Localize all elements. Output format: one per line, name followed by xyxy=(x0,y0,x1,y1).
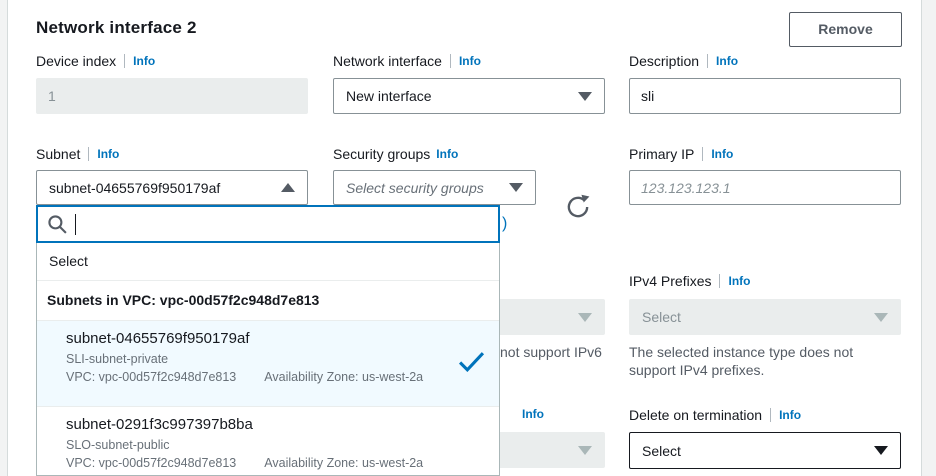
primary-ip-input[interactable] xyxy=(629,170,901,205)
subnet-info-link[interactable]: Info xyxy=(97,147,120,161)
subnet-option-id: subnet-04655769f950179af xyxy=(66,330,250,347)
network-interface-select[interactable]: New interface xyxy=(333,78,605,114)
delete-on-termination-label-row: Delete on termination Info xyxy=(629,406,801,424)
subnet-label-row: Subnet Info xyxy=(36,145,119,163)
ipv4-prefixes-label: IPv4 Prefixes xyxy=(629,273,712,289)
delete-on-termination-label: Delete on termination xyxy=(629,407,763,423)
subnet-option-meta: VPC: vpc-00d57f2c948d7e813 Availability … xyxy=(66,369,459,385)
page-title: Network interface 2 xyxy=(36,18,197,37)
subnet-select[interactable]: subnet-04655769f950179af xyxy=(36,170,308,205)
search-icon xyxy=(48,214,67,234)
subnet-option-name: SLI-subnet-private xyxy=(66,352,169,366)
subnet-option-az: Availability Zone: us-west-2a xyxy=(264,370,424,384)
chevron-down-icon xyxy=(578,312,592,322)
security-groups-info-link[interactable]: Info xyxy=(436,147,459,161)
security-groups-label-row: Security groups Info xyxy=(333,145,458,163)
subnet-option-name: SLO-subnet-public xyxy=(66,438,170,452)
label-divider xyxy=(770,408,772,422)
subnet-option-az: Availability Zone: us-west-2a xyxy=(264,456,424,470)
refresh-icon xyxy=(567,194,590,218)
network-interface-info-link[interactable]: Info xyxy=(458,54,481,68)
device-index-info-link[interactable]: Info xyxy=(133,54,156,68)
network-interface-select-value: New interface xyxy=(346,88,432,104)
ipv4-prefixes-select: Select xyxy=(629,299,901,335)
subnet-search-box[interactable] xyxy=(36,205,500,243)
subnet-option-vpc: VPC: vpc-00d57f2c948d7e813 xyxy=(66,370,237,384)
label-divider xyxy=(702,147,704,161)
network-interface-label-row: Network interface Info xyxy=(333,52,481,70)
ipv4-prefixes-select-value: Select xyxy=(642,309,681,325)
description-label: Description xyxy=(629,53,700,69)
primary-ip-info-link[interactable]: Info xyxy=(711,147,734,161)
primary-ip-label: Primary IP xyxy=(629,146,695,162)
ipv4-prefixes-label-row: IPv4 Prefixes Info xyxy=(629,272,750,290)
left-gutter xyxy=(0,0,8,476)
subnet-select-value: subnet-04655769f950179af xyxy=(49,179,221,196)
chevron-down-icon xyxy=(578,91,592,101)
subnet-dropdown-list: Select Subnets in VPC: vpc-00d57f2c948d7… xyxy=(36,243,500,476)
description-input[interactable] xyxy=(629,78,901,114)
label-divider xyxy=(88,147,90,161)
description-label-row: Description Info xyxy=(629,52,738,70)
subnet-option[interactable]: subnet-04655769f950179af SLI-subnet-priv… xyxy=(37,321,499,407)
chevron-down-icon xyxy=(578,445,592,455)
primary-ip-label-row: Primary IP Info xyxy=(629,145,733,163)
check-icon xyxy=(458,352,485,372)
chevron-down-icon xyxy=(874,312,888,322)
description-info-link[interactable]: Info xyxy=(716,54,739,68)
text-cursor xyxy=(75,213,76,235)
device-index-label-row: Device index Info xyxy=(36,52,155,70)
subnet-search-input[interactable] xyxy=(76,212,489,236)
security-groups-placeholder: Select security groups xyxy=(346,179,484,196)
subnet-label: Subnet xyxy=(36,146,81,162)
delete-on-termination-select[interactable]: Select xyxy=(629,432,901,469)
refresh-security-groups-button[interactable] xyxy=(563,193,593,223)
device-index-input xyxy=(36,78,308,114)
ipv6-row-info-link[interactable]: Info xyxy=(522,407,544,421)
delete-on-termination-select-value: Select xyxy=(642,442,681,459)
subnet-option-none[interactable]: Select xyxy=(37,243,499,281)
delete-on-termination-info-link[interactable]: Info xyxy=(779,408,802,422)
remove-button[interactable]: Remove xyxy=(789,12,902,47)
label-divider xyxy=(719,274,721,288)
security-groups-select[interactable]: Select security groups xyxy=(333,170,536,205)
security-groups-label: Security groups xyxy=(333,146,431,162)
ipv6-select-fragment xyxy=(500,299,605,335)
subnet-option-vpc: VPC: vpc-00d57f2c948d7e813 xyxy=(66,456,237,470)
ipv6-help-fragment: not support IPv6 xyxy=(500,344,602,360)
chevron-up-icon xyxy=(281,183,295,192)
subnet-option[interactable]: subnet-0291f3c997397b8ba SLO-subnet-publ… xyxy=(37,407,499,475)
label-divider xyxy=(449,54,451,68)
obscured-link-fragment: ) xyxy=(502,215,508,232)
device-index-label: Device index xyxy=(36,53,117,69)
label-divider xyxy=(707,54,709,68)
ipv4-prefixes-help-text: The selected instance type does not supp… xyxy=(629,344,854,378)
label-divider xyxy=(124,54,126,68)
ipv6-row-select-fragment xyxy=(500,432,605,468)
chevron-down-icon xyxy=(874,446,888,455)
subnet-option-meta: VPC: vpc-00d57f2c948d7e813 Availability … xyxy=(66,455,459,471)
ipv4-prefixes-info-link[interactable]: Info xyxy=(728,274,751,288)
chevron-down-icon xyxy=(509,183,523,192)
right-panel-edge xyxy=(921,0,936,476)
subnet-option-id: subnet-0291f3c997397b8ba xyxy=(66,416,253,433)
network-interface-label: Network interface xyxy=(333,53,442,69)
subnet-group-header: Subnets in VPC: vpc-00d57f2c948d7e813 xyxy=(37,281,499,321)
